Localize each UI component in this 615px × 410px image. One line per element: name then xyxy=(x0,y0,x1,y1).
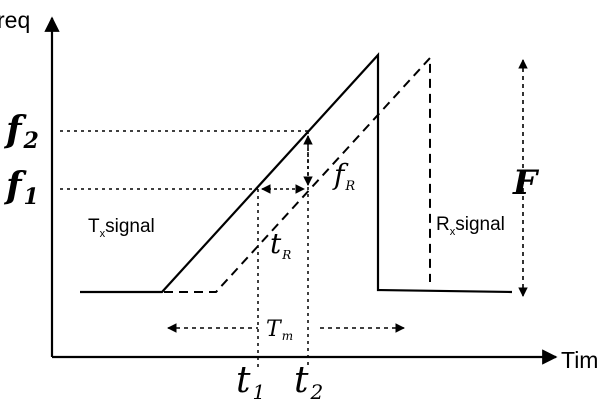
tR-label: tR xyxy=(270,227,291,262)
tx-signal-line xyxy=(80,52,513,294)
f2-label: f2 xyxy=(3,109,39,154)
rx-signal-label: Rxsignal xyxy=(436,214,505,238)
tx-signal-label: Txsignal xyxy=(88,216,155,240)
Tm-label: Tm xyxy=(266,317,293,343)
x-axis-label: Tim xyxy=(561,347,598,373)
f1-label: f1 xyxy=(3,165,39,210)
y-axis-label: req xyxy=(0,7,30,33)
rx-signal-line xyxy=(164,55,431,293)
F-label: F xyxy=(512,163,540,203)
fR-label: fR xyxy=(332,158,355,194)
